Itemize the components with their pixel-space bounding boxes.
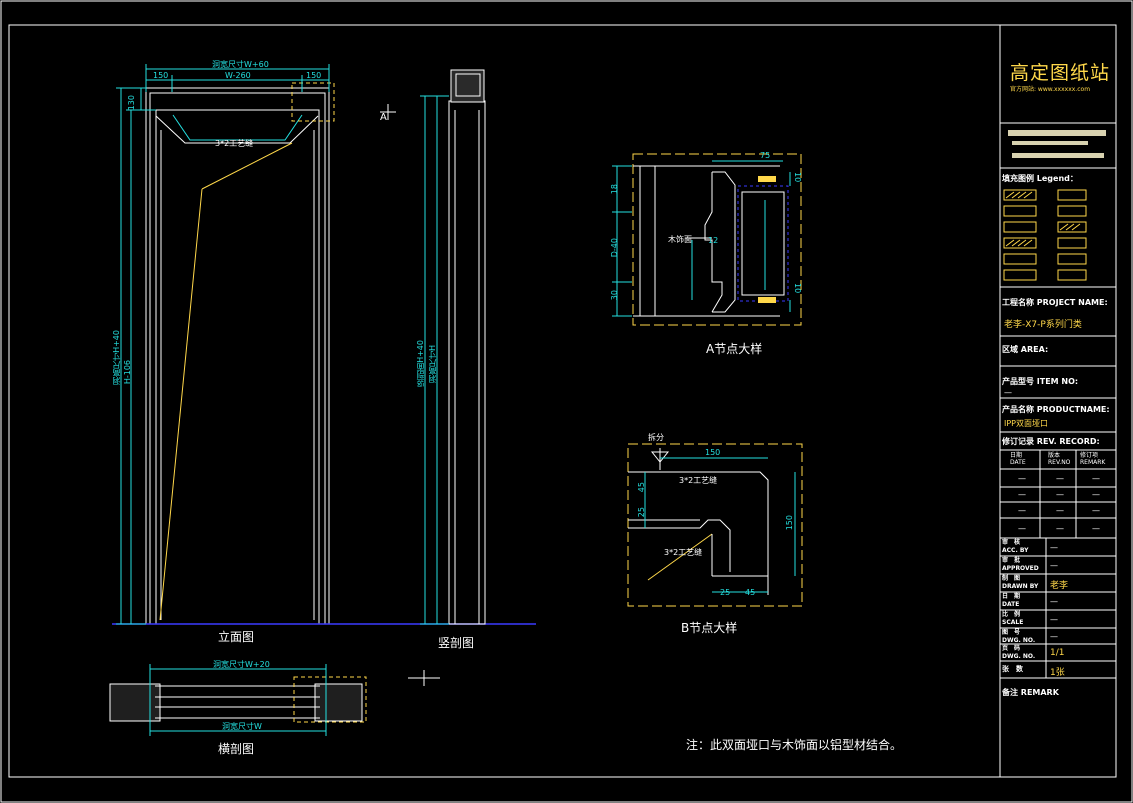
sheet-inner-border	[8, 24, 1117, 778]
title-block-grid	[1000, 122, 1116, 679]
rev-row-1-revno: —	[1056, 474, 1064, 483]
field-date-label: 日 期 DATE	[1002, 593, 1021, 608]
vertical-section-view	[448, 69, 486, 625]
dim-b-150: 150	[705, 448, 721, 457]
rev-row-3-remark: —	[1092, 506, 1100, 515]
horizontal-section-view	[109, 676, 367, 723]
dim-top-total: 洞宽尺寸W+60	[212, 60, 269, 69]
area-label: 区域 AREA:	[1002, 345, 1049, 354]
field-dwg-no-value: —	[1050, 632, 1058, 641]
callout-craft-seam-elevation: 3*2工艺缝	[215, 139, 254, 148]
dim-a-30: 30	[610, 290, 619, 301]
title-block-logo: 高定图纸站	[1010, 62, 1111, 84]
detail-b-title: B节点大样	[681, 621, 738, 635]
legend-swatches	[1003, 189, 1087, 281]
dim-section-vertical-1: 竖剖面H+40	[416, 340, 425, 387]
horizontal-section-title: 横剖图	[218, 742, 255, 756]
rev-row-1-remark: —	[1092, 474, 1100, 483]
title-block-bars	[1008, 130, 1106, 158]
field-scale-value: —	[1050, 615, 1058, 624]
detail-a-title: A节点大样	[706, 342, 763, 356]
elevation-view	[145, 82, 335, 625]
dim-a-top: 75	[760, 151, 771, 160]
rev-header-remark: 修订项 REMARK	[1080, 452, 1106, 466]
field-drawn-by-label: 制 图 DRAWN BY	[1002, 575, 1039, 590]
dim-left-top: 130	[127, 95, 136, 111]
rev-row-2-remark: —	[1092, 490, 1100, 499]
revision-record-label: 修订记录 REV. RECORD:	[1002, 437, 1100, 446]
section-mark-a-horizontal	[408, 670, 440, 686]
detail-a-view	[632, 153, 802, 326]
dim-b-25-bottom: 25	[720, 588, 731, 597]
vertical-section-dimensions	[420, 95, 449, 625]
rev-row-2-revno: —	[1056, 490, 1064, 499]
drawing-note: 注：此双面垭口与木饰面以铝型材结合。	[686, 738, 903, 752]
product-name-label: 产品名称 PRODUCTNAME:	[1002, 405, 1110, 414]
dim-a-10-bottom: 10	[793, 283, 802, 294]
section-mark-a-vertical: A	[380, 104, 396, 123]
dim-b-45-bottom: 45	[745, 588, 756, 597]
field-acc-by-label: 审 核 ACC. BY	[1002, 539, 1029, 554]
field-approved-label: 审 批 APPROVED	[1002, 557, 1039, 572]
dim-a-10-top: 10	[793, 172, 802, 183]
dim-b-45: 45	[637, 482, 646, 493]
field-scale-label: 比 例 SCALE	[1002, 611, 1024, 626]
title-block-website: 官方网站: www.xxxxxx.com	[1010, 86, 1091, 93]
callout-craft-seam-b-top: 3*2工艺缝	[679, 476, 718, 485]
dim-section-vertical-2: 洞高尺寸H	[428, 345, 437, 384]
rev-header-revno: 版本 REV.NO	[1048, 452, 1071, 466]
dim-top-w: W-260	[225, 71, 251, 80]
rev-header-date: 日期 DATE	[1010, 452, 1026, 466]
dim-top-right: 150	[306, 71, 322, 80]
dim-top-left: 150	[153, 71, 169, 80]
rev-row-4-date: —	[1018, 524, 1026, 533]
dim-a-d40: D-40	[610, 238, 619, 258]
field-date-value: —	[1050, 597, 1058, 606]
rev-row-4-revno: —	[1056, 524, 1064, 533]
project-name-label: 工程名称 PROJECT NAME:	[1002, 298, 1108, 307]
callout-split: 拆分	[648, 433, 664, 442]
item-no-value: —	[1004, 388, 1012, 397]
dim-b-150-vertical: 150	[785, 515, 794, 531]
field-approved-value: —	[1050, 561, 1058, 570]
field-sheets-value: 1张	[1050, 668, 1065, 678]
callout-wood-strip: 木饰面	[668, 235, 692, 244]
vertical-section-title: 竖剖图	[438, 636, 475, 650]
field-page-value: 1/1	[1050, 648, 1065, 658]
project-name-value: 老李-X7-P系列门类	[1004, 320, 1082, 330]
elevation-dimensions	[116, 64, 330, 625]
field-dwg-no-label: 图 号 DWG. NO.	[1002, 629, 1036, 644]
field-drawn-by-value: 老李	[1050, 581, 1069, 591]
rev-row-3-date: —	[1018, 506, 1026, 515]
svg-text:A: A	[380, 112, 387, 123]
rev-row-2-date: —	[1018, 490, 1026, 499]
dim-a-12: 12	[708, 236, 719, 245]
product-name-value: IPP双面垭口	[1004, 419, 1049, 428]
rev-row-3-revno: —	[1056, 506, 1064, 515]
elevation-title: 立面图	[218, 630, 255, 644]
legend-title: 填充图例 Legend：	[1002, 174, 1078, 183]
dim-a-18: 18	[610, 184, 619, 195]
detail-b-view	[627, 443, 803, 607]
rev-row-1-date: —	[1018, 474, 1026, 483]
horizontal-section-dimensions	[149, 664, 327, 736]
field-acc-by-value: —	[1050, 543, 1058, 552]
field-sheets-label: 张 数	[1002, 665, 1023, 673]
dim-bottom-inner: 洞宽尺寸W	[222, 722, 262, 731]
rev-row-4-remark: —	[1092, 524, 1100, 533]
detail-a-dimensions	[612, 160, 791, 317]
dim-left-vertical-1: 洞高尺寸H+40	[112, 330, 121, 385]
dim-bottom-total: 洞宽尺寸W+20	[213, 660, 270, 669]
callout-craft-seam-b-mid: 3*2工艺缝	[664, 548, 703, 557]
detail-b-dimensions	[644, 457, 796, 593]
dim-b-25: 25	[637, 507, 646, 518]
dim-left-vertical-2: H-106	[123, 360, 132, 385]
field-page-label: 页 码 DWG. NO.	[1002, 645, 1036, 660]
item-no-label: 产品型号 ITEM NO:	[1002, 377, 1079, 386]
remark-label: 备注 REMARK	[1002, 688, 1059, 697]
